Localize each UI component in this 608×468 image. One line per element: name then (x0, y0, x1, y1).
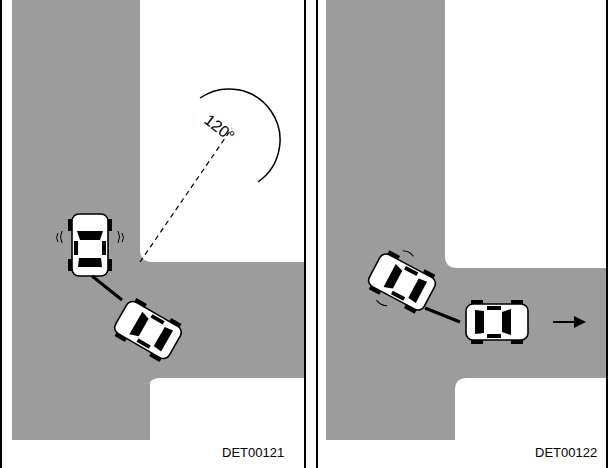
left-road (12, 0, 304, 468)
angle-indicator (140, 89, 280, 262)
right-road (326, 0, 606, 468)
towing-car-right (466, 300, 528, 344)
tow-bar (425, 308, 460, 322)
direction-arrow (553, 316, 586, 328)
tow-bar (92, 276, 122, 300)
towing-car-left (110, 295, 186, 364)
figure-code: DET00122 (535, 446, 597, 459)
towed-car-left (57, 214, 124, 276)
figure-code: DET00121 (222, 446, 284, 459)
